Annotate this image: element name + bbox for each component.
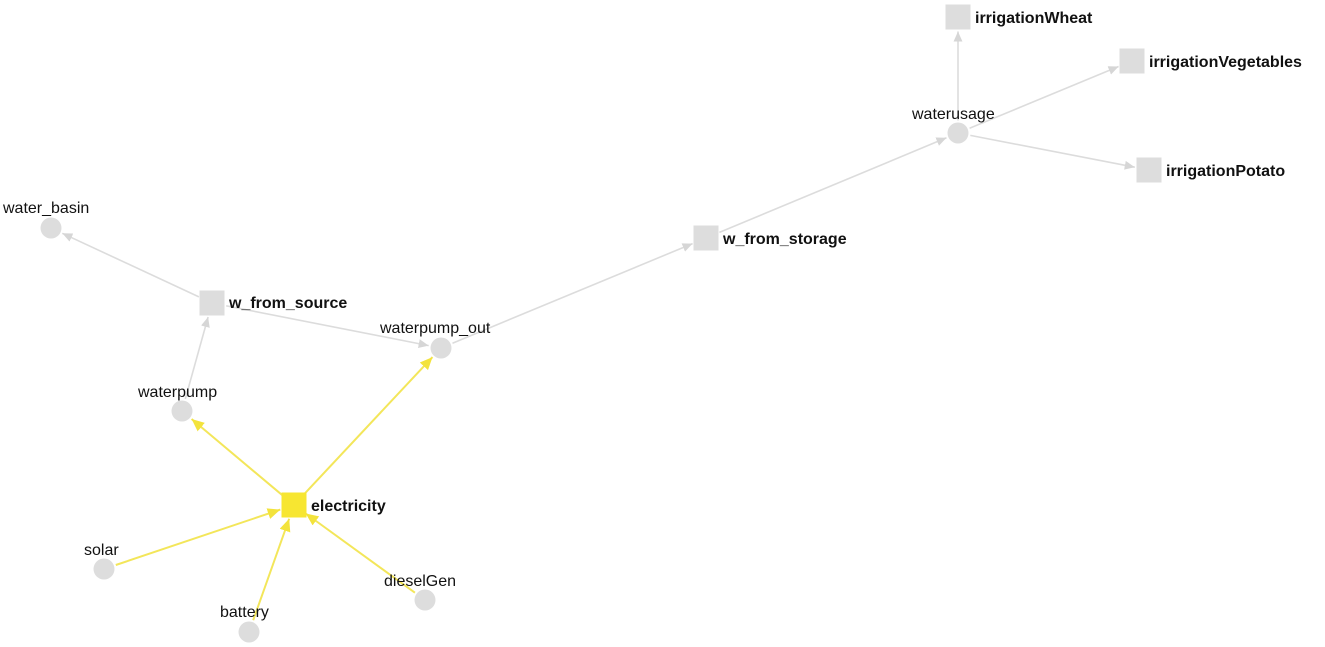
node-label-irrigationPotato: irrigationPotato: [1166, 163, 1285, 180]
node-electricity[interactable]: [281, 492, 307, 518]
node-waterpump_out[interactable]: [430, 337, 452, 359]
node-label-w_from_storage: w_from_storage: [722, 231, 847, 248]
node-solar[interactable]: [93, 558, 115, 580]
node-w_from_source[interactable]: [199, 290, 225, 316]
edge-w_from_source-to-water_basin: [61, 232, 200, 298]
node-battery[interactable]: [238, 621, 260, 643]
node-waterusage[interactable]: [947, 122, 969, 144]
edge-electricity-to-waterpump: [190, 418, 284, 497]
edge-w_from_source-to-waterpump_out: [226, 305, 429, 349]
edge-waterusage-to-irrigationVegetables: [969, 65, 1119, 129]
node-irrigationVegetables[interactable]: [1119, 48, 1145, 74]
node-irrigationPotato[interactable]: [1136, 157, 1162, 183]
node-label-waterpump_out: waterpump_out: [379, 320, 491, 337]
node-label-irrigationWheat: irrigationWheat: [975, 10, 1093, 27]
node-label-irrigationVegetables: irrigationVegetables: [1149, 54, 1302, 71]
node-water_basin[interactable]: [40, 217, 62, 239]
nodes-layer: [40, 4, 1162, 643]
edge-waterpump_out-to-w_from_storage: [452, 242, 693, 344]
node-label-waterusage: waterusage: [911, 106, 995, 123]
edge-waterpump-to-w_from_source: [184, 316, 210, 400]
edge-battery-to-electricity: [252, 518, 291, 621]
edge-dieselGen-to-electricity: [305, 512, 416, 594]
node-label-w_from_source: w_from_source: [228, 295, 347, 312]
node-label-solar: solar: [84, 542, 119, 559]
node-waterpump[interactable]: [171, 400, 193, 422]
edge-electricity-to-waterpump_out: [303, 356, 434, 496]
edges-layer: [61, 31, 1135, 621]
edge-waterusage-to-irrigationPotato: [970, 134, 1135, 170]
node-dieselGen[interactable]: [414, 589, 436, 611]
node-label-water_basin: water_basin: [2, 200, 89, 217]
edge-w_from_storage-to-waterusage: [719, 137, 947, 234]
node-irrigationWheat[interactable]: [945, 4, 971, 30]
node-label-waterpump: waterpump: [137, 384, 217, 401]
node-label-dieselGen: dieselGen: [384, 573, 456, 590]
labels-layer: water_basin w_from_source waterpump waterpu…: [2, 10, 1302, 621]
node-w_from_storage[interactable]: [693, 225, 719, 251]
node-label-battery: battery: [220, 604, 269, 621]
edge-solar-to-electricity: [115, 508, 281, 566]
node-label-electricity: electricity: [311, 498, 386, 515]
